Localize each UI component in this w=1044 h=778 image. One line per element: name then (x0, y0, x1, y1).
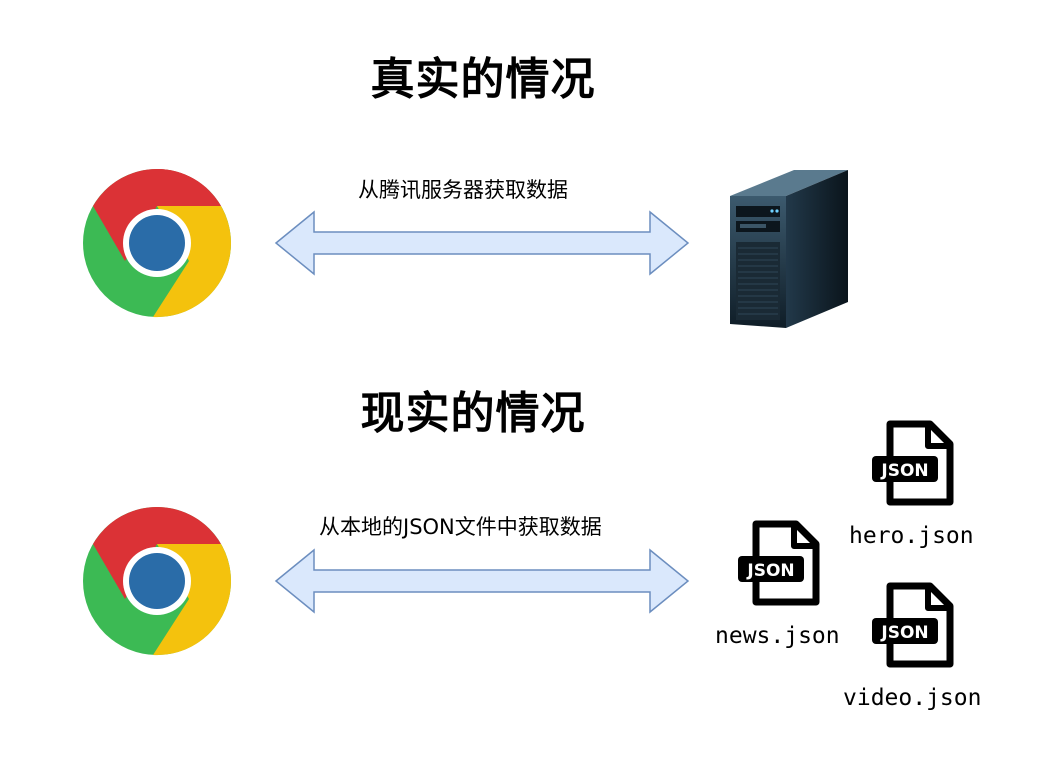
file-name-video: video.json (843, 685, 982, 711)
server-icon (730, 170, 848, 328)
json-file-icon-hero: JSON (872, 420, 954, 506)
json-file-icon-news: JSON (738, 520, 820, 606)
file-name-hero: hero.json (849, 523, 974, 549)
json-badge-text: JSON (880, 461, 928, 481)
json-badge-text: JSON (880, 623, 928, 643)
file-name-news: news.json (715, 623, 840, 649)
caption-real: 从腾讯服务器获取数据 (358, 178, 568, 202)
section-title-real: 真实的情况 (370, 54, 596, 105)
caption-local: 从本地的JSON文件中获取数据 (319, 515, 602, 539)
double-arrow-real (274, 210, 690, 276)
section-title-reality: 现实的情况 (360, 388, 586, 439)
json-file-icon-video: JSON (872, 582, 954, 668)
double-arrow-local (274, 548, 690, 614)
chrome-icon (83, 169, 231, 318)
json-badge-text: JSON (746, 561, 794, 581)
chrome-icon (83, 507, 231, 656)
